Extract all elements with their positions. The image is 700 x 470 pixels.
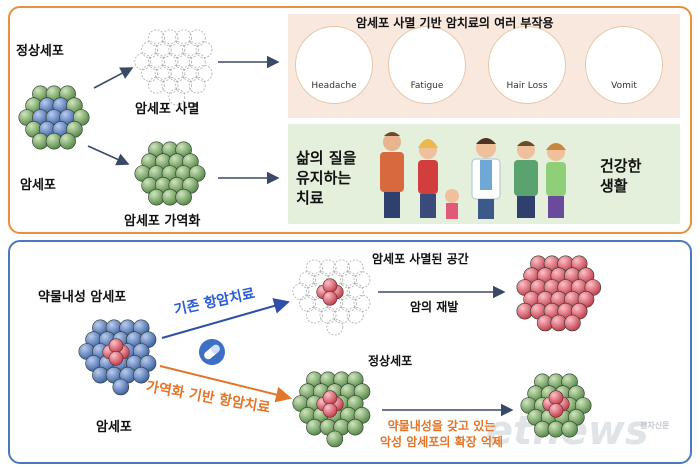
cell [175,188,192,206]
cell [346,306,364,324]
healthy-life-line: 건강한 [600,157,642,175]
resistant-cell [322,390,338,406]
cell [564,314,581,332]
top-panel [8,6,692,234]
cell-death-label: 암세포 사멸 [135,102,200,117]
resistant-cell [108,350,124,366]
cell [326,318,344,336]
suppression-line: 약물내성을 갖고 있는 [387,419,496,433]
suppression-line: 악성 암세포의 확장 억제 [380,435,503,449]
family-illustration [380,132,566,219]
reverted-cell-cluster [134,141,206,206]
cell [112,378,130,396]
cell [305,306,323,324]
death-space-cluster [292,259,371,336]
quality-line: 치료 [296,189,324,207]
arrow-to-death [93,67,134,89]
cancer-cell-label: 암세포 [20,178,56,193]
resistant-cell [322,402,338,418]
mixed-cell-cluster [18,85,90,150]
side-effects-title: 암세포 사멸 기반 암치료의 여러 부작용 [356,16,554,30]
cell [168,88,186,106]
recurrence-label: 암의 재발 [410,300,459,314]
cell [188,76,206,94]
cell [147,76,165,94]
resistant-cell-label: 약물내성 암세포 [38,290,127,305]
resistant-cell [108,338,124,354]
arrow-to-reversion [87,145,130,166]
side-effect-label: Vomit [611,81,637,91]
healthy-life-text: 건강한 생활 [600,156,641,196]
recurrence-cluster [516,255,602,332]
quality-line: 삶의 질을 [296,149,357,167]
normal-suppression-cluster [292,371,371,448]
side-effect-hair-loss: Hair Loss [488,26,566,104]
watermark-sub: 전자신문 [640,421,670,430]
cell [346,418,364,436]
cell [561,420,578,438]
cell [132,366,150,384]
bottom-normal-cell-label: 정상세포 [368,354,413,368]
cell [326,430,344,448]
suppression-text: 약물내성을 갖고 있는 악성 암세포의 확장 억제 [380,418,503,450]
cell [59,132,76,150]
side-effect-label: Headache [311,81,357,91]
death-space-label: 암세포 사멸된 공간 [372,252,469,266]
side-effect-fatigue: Fatigue [388,26,466,104]
side-effect-label: Hair Loss [506,81,548,91]
healthy-life-line: 생활 [600,177,628,195]
quality-line: 유지하는 [296,169,352,187]
side-effect-label: Fatigue [410,81,444,91]
quality-text: 삶의 질을 유지하는 치료 [296,148,356,208]
normal-cell-label: 정상세포 [16,44,64,59]
resistant-cell [548,402,564,418]
resistant-cell [322,278,338,294]
side-effect-headache: Headache [295,26,373,104]
side-effect-vomit: Vomit [585,26,663,104]
dead-cell-cluster [134,29,213,106]
pill-icon [199,339,225,365]
reversion-label: 암세포 가역화 [124,214,201,229]
resistant-cancer-cluster [78,319,157,396]
resistant-cell [548,390,564,406]
resistant-cell [322,290,338,306]
arrow-reversion-therapy [159,365,292,403]
arrow-conventional-therapy [161,298,290,339]
bottom-panel [8,240,692,464]
suppressed-cluster [520,373,592,438]
bottom-cancer-cell-label: 암세포 [96,420,132,435]
